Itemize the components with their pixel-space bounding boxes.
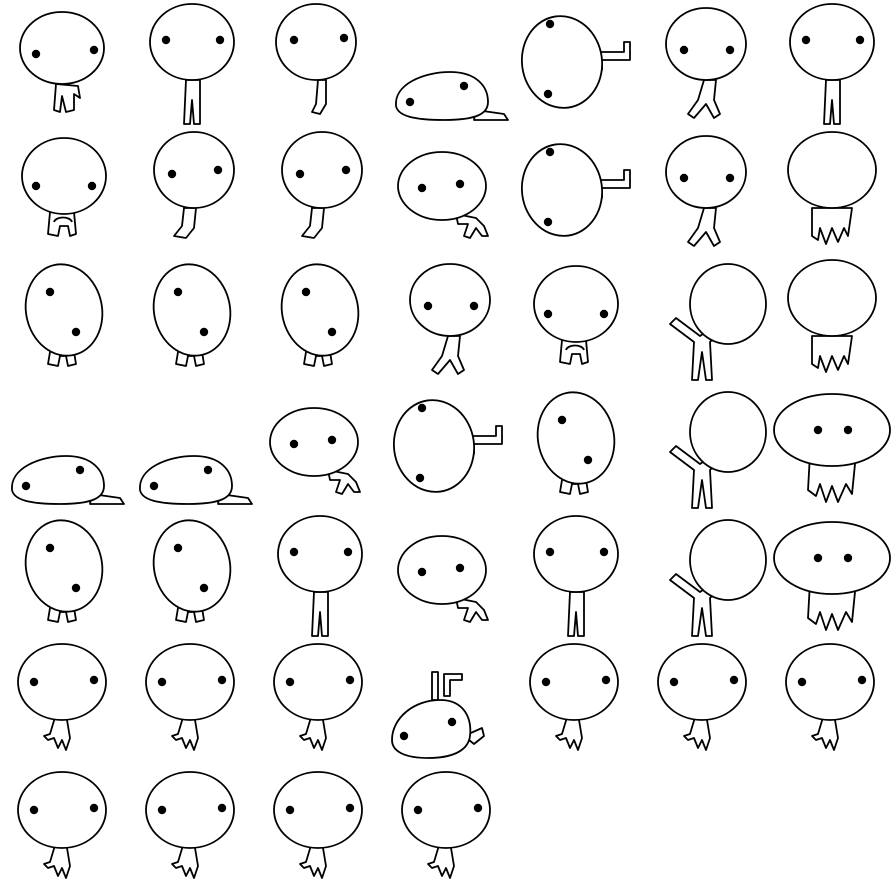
sprite-frame-sitting-tilted [152,519,232,623]
sprite-frame-walking [665,7,747,119]
sprite-frame-hanging-legs [145,643,235,751]
sprite-frame-sitting-tilted [24,519,104,623]
sprite-frame-hanging-legs [17,771,107,879]
sprite-frame-reaching [397,535,489,623]
sprite-frame-standing-hand-down [19,11,105,113]
sprite-frame-leaning-arm [669,263,767,381]
sprite-frame-walking [409,263,491,375]
sprite-frame-dripping [787,259,877,373]
sprite-frame-standing-legs [277,515,363,637]
sprite-frame-hanging-legs [273,643,363,751]
sprite-frame-standing-legs [149,3,235,125]
sprite-frame-sitting-tilted [536,391,616,495]
sprite-frame-reaching [397,151,489,239]
sprite-frame-sitting-tilted [152,263,232,367]
sprite-frame-leaning-arm [669,391,767,509]
sprite-frame-tilted-arm-raised [520,143,631,237]
sprite-frame-lying-flat [139,455,253,505]
sprite-frame-hanging-legs [785,643,875,751]
sprite-frame-lying-flat [11,455,125,505]
sprite-frame-sitting-tilted [24,263,104,367]
sprite-frame-sitting-side [281,131,363,239]
sprite-frame-sitting [21,137,107,237]
sprite-frame-leaning-arm [669,519,767,637]
sprite-frame-hanging-legs [529,643,619,751]
sprite-frame-dripping-wide [773,521,891,631]
sprite-frame-lying-flat [395,71,509,121]
sprite-frame-dripping [787,131,877,245]
sprite-frame-standing-legs [789,3,875,125]
sprite-frame-sitting-side [153,131,235,239]
sprite-frame-hanging-legs [145,771,235,879]
sprite-frame-standing-legs [533,515,619,637]
sprite-frame-sitting-tilted [280,263,360,367]
sprite-frame-walking [665,135,747,247]
sprite-frame-hanging-legs [657,643,747,751]
sprite-frame-sitting [533,265,619,365]
sprite-frame-tilted-arm-raised [392,399,503,493]
sprite-frame-lying-arm-up [391,671,485,759]
sprite-frame-tilted-arm-raised [520,15,631,109]
sprite-frame-hanging-legs [401,771,491,879]
sprite-frame-hanging-legs [17,643,107,751]
sprite-frame-hanging-legs [273,771,363,879]
sprite-frame-standing-bent-leg [275,3,357,115]
sprite-frame-reaching [269,407,361,495]
sprite-frame-dripping-wide [773,393,891,503]
